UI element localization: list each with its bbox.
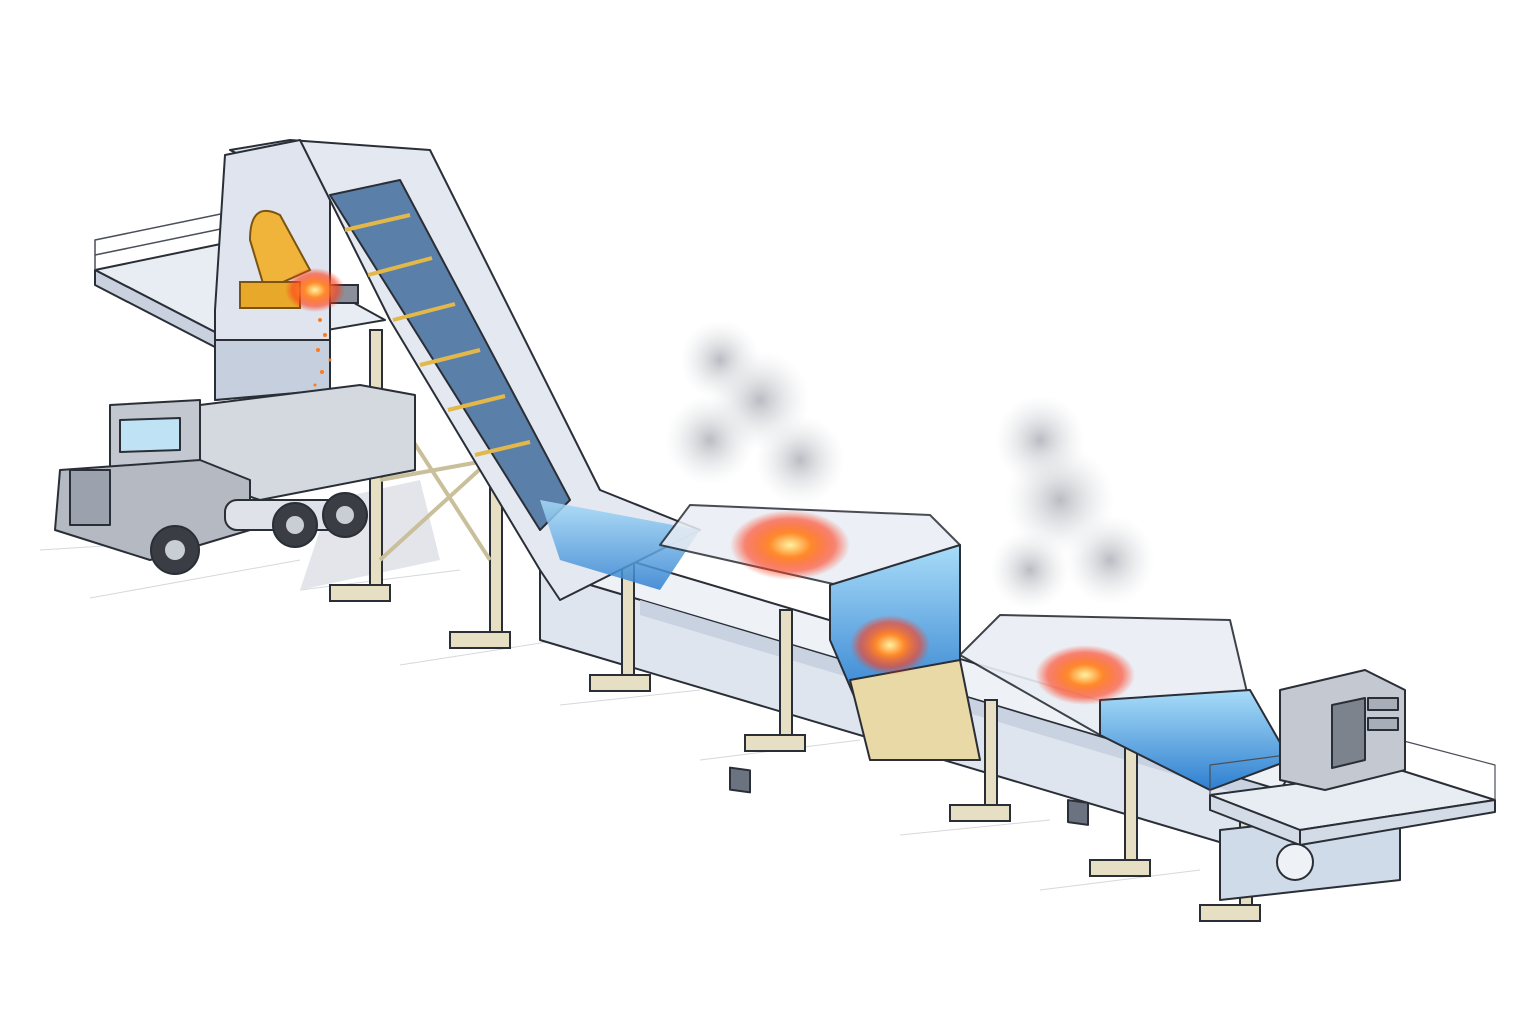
smoke-plume-1 [665,320,845,505]
vent-icon [1067,799,1089,826]
smoke-plume-2 [990,395,1155,610]
sparks [313,318,332,387]
quench-tank-2 [959,614,1291,791]
hopper-dumper [239,209,359,387]
vent-icon [729,766,751,794]
fan-icon [1276,843,1314,881]
control-station [1209,669,1496,901]
quench-tank-1 [659,504,981,761]
wheel-icon [150,492,368,575]
incline-conveyor [229,139,701,601]
dump-truck [54,384,416,575]
